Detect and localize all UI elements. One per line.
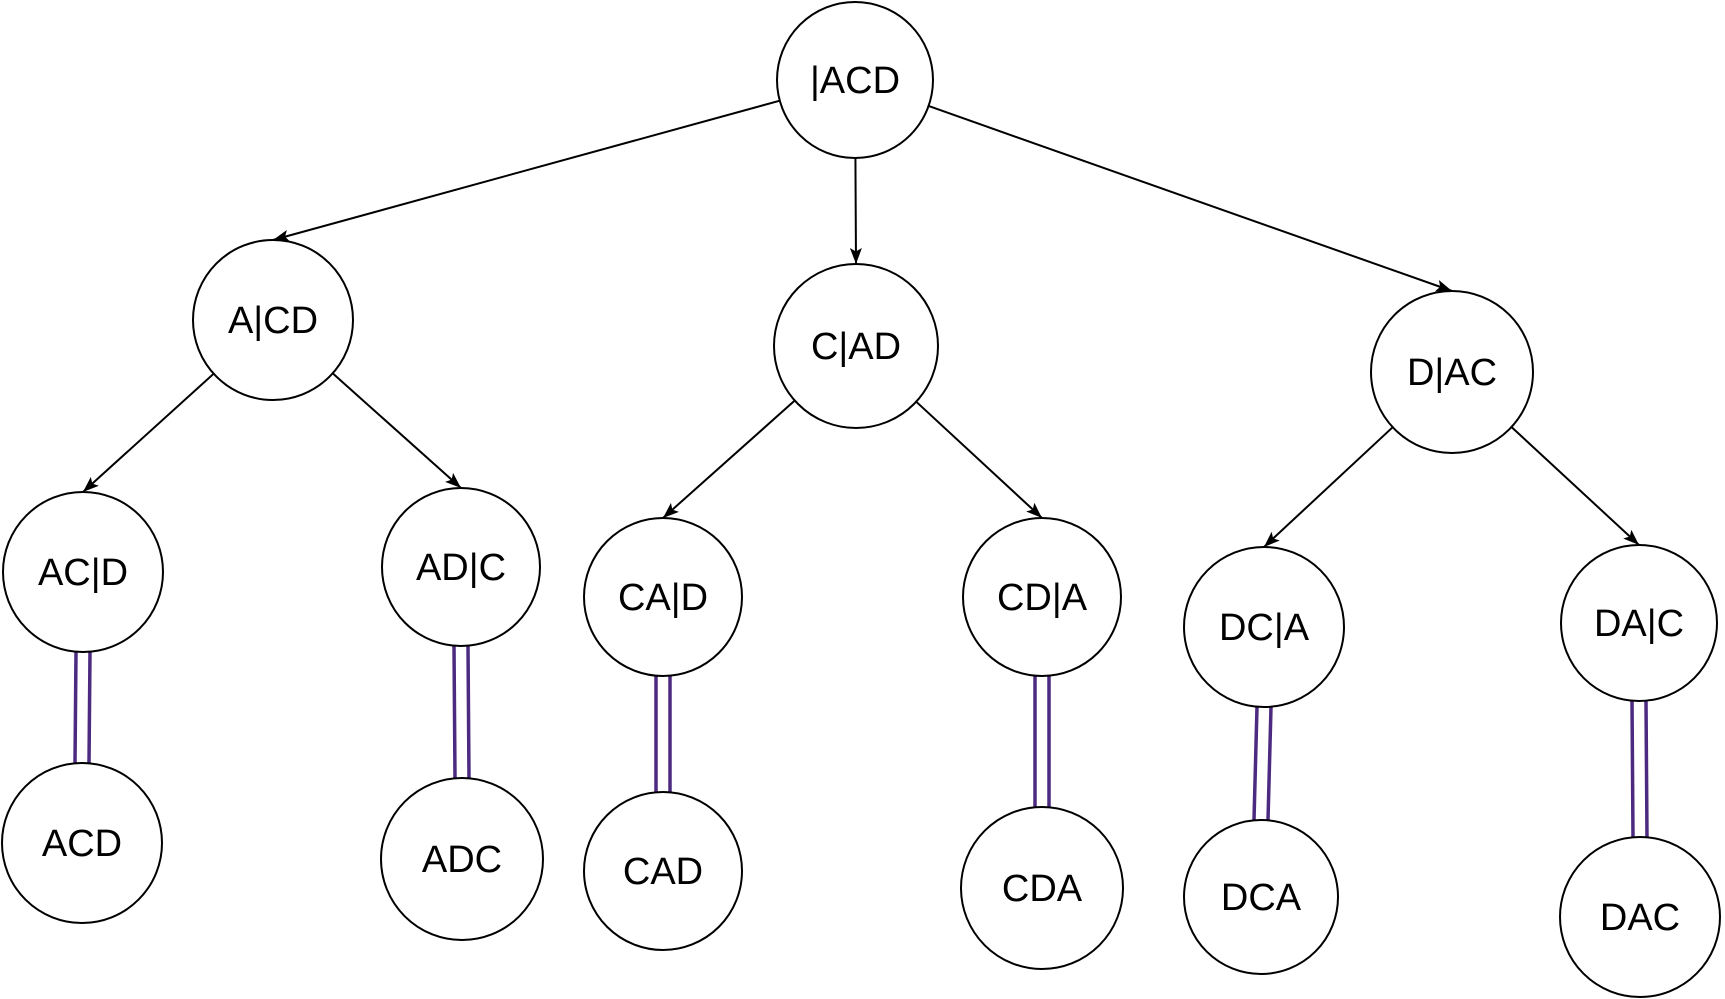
double-edge-da-c-to-dac	[1630, 700, 1649, 838]
node-ca-d[interactable]: CA|D	[583, 517, 743, 677]
node-dac[interactable]: DAC	[1559, 836, 1721, 998]
node-label-da-c: DA|C	[1594, 603, 1684, 645]
node-circle-ca-d[interactable]	[583, 517, 743, 677]
node-root[interactable]: |ACD	[776, 1, 934, 159]
node-label-dac: DAC	[1600, 897, 1680, 939]
node-circle-ad-c[interactable]	[381, 487, 541, 647]
node-dca[interactable]: DCA	[1183, 819, 1339, 975]
arrow-edge-a-cd-to-ad-c	[331, 372, 462, 489]
node-label-adc: ADC	[422, 839, 502, 881]
arrow-edge-c-ad-to-cd-a	[915, 400, 1043, 519]
node-da-c[interactable]: DA|C	[1560, 544, 1718, 702]
arrow-edge-root-to-a-cd	[272, 99, 781, 242]
node-label-ad-c: AD|C	[416, 547, 506, 589]
node-label-acd: ACD	[42, 823, 122, 865]
node-acd[interactable]: ACD	[1, 762, 163, 924]
node-dc-a[interactable]: DC|A	[1183, 546, 1345, 708]
node-circle-d-ac[interactable]	[1370, 290, 1534, 454]
node-circle-da-c[interactable]	[1560, 544, 1718, 702]
node-cda[interactable]: CDA	[960, 806, 1124, 970]
node-label-ca-d: CA|D	[618, 577, 708, 619]
node-c-ad[interactable]: C|AD	[773, 263, 939, 429]
double-edge-ad-c-to-adc	[452, 645, 471, 779]
double-edge-ca-d-to-cad	[654, 676, 672, 792]
node-circle-cd-a[interactable]	[962, 517, 1122, 677]
node-label-dc-a: DC|A	[1219, 607, 1310, 649]
node-label-dca: DCA	[1221, 877, 1302, 919]
arrow-edge-layer	[82, 99, 1640, 548]
node-circle-dc-a[interactable]	[1183, 546, 1345, 708]
node-label-d-ac: D|AC	[1407, 352, 1497, 394]
double-edge-ac-d-to-acd	[73, 651, 92, 764]
arrow-edge-c-ad-to-ca-d	[662, 399, 796, 519]
node-a-cd[interactable]: A|CD	[192, 239, 354, 401]
node-label-ac-d: AC|D	[38, 552, 128, 594]
node-cd-a[interactable]: CD|A	[962, 517, 1122, 677]
arrow-edge-d-ac-to-dc-a	[1263, 426, 1394, 548]
arrow-edge-root-to-c-ad	[849, 157, 862, 265]
node-circle-cda[interactable]	[960, 806, 1124, 970]
node-label-c-ad: C|AD	[811, 326, 901, 368]
double-edge-layer	[73, 645, 1649, 838]
node-cad[interactable]: CAD	[583, 791, 743, 951]
arrow-edge-d-ac-to-da-c	[1510, 426, 1640, 546]
arrow-edge-a-cd-to-ac-d	[82, 372, 215, 493]
node-circle-adc[interactable]	[380, 777, 544, 941]
double-edge-dc-a-to-dca	[1252, 706, 1273, 821]
node-label-cad: CAD	[623, 851, 703, 893]
node-adc[interactable]: ADC	[380, 777, 544, 941]
node-label-cda: CDA	[1002, 868, 1083, 910]
node-ad-c[interactable]: AD|C	[381, 487, 541, 647]
node-circle-a-cd[interactable]	[192, 239, 354, 401]
node-circle-c-ad[interactable]	[773, 263, 939, 429]
node-circle-root[interactable]	[776, 1, 934, 159]
node-circle-dac[interactable]	[1559, 836, 1721, 998]
arrow-edge-root-to-d-ac	[928, 105, 1453, 292]
node-d-ac[interactable]: D|AC	[1370, 290, 1534, 454]
node-circle-acd[interactable]	[1, 762, 163, 924]
node-label-root: |ACD	[810, 60, 900, 102]
double-edge-cd-a-to-cda	[1033, 676, 1051, 807]
node-ac-d[interactable]: AC|D	[2, 491, 164, 653]
node-label-a-cd: A|CD	[228, 300, 318, 342]
node-circle-cad[interactable]	[583, 791, 743, 951]
node-circle-ac-d[interactable]	[2, 491, 164, 653]
node-circle-dca[interactable]	[1183, 819, 1339, 975]
node-label-cd-a: CD|A	[997, 577, 1088, 619]
